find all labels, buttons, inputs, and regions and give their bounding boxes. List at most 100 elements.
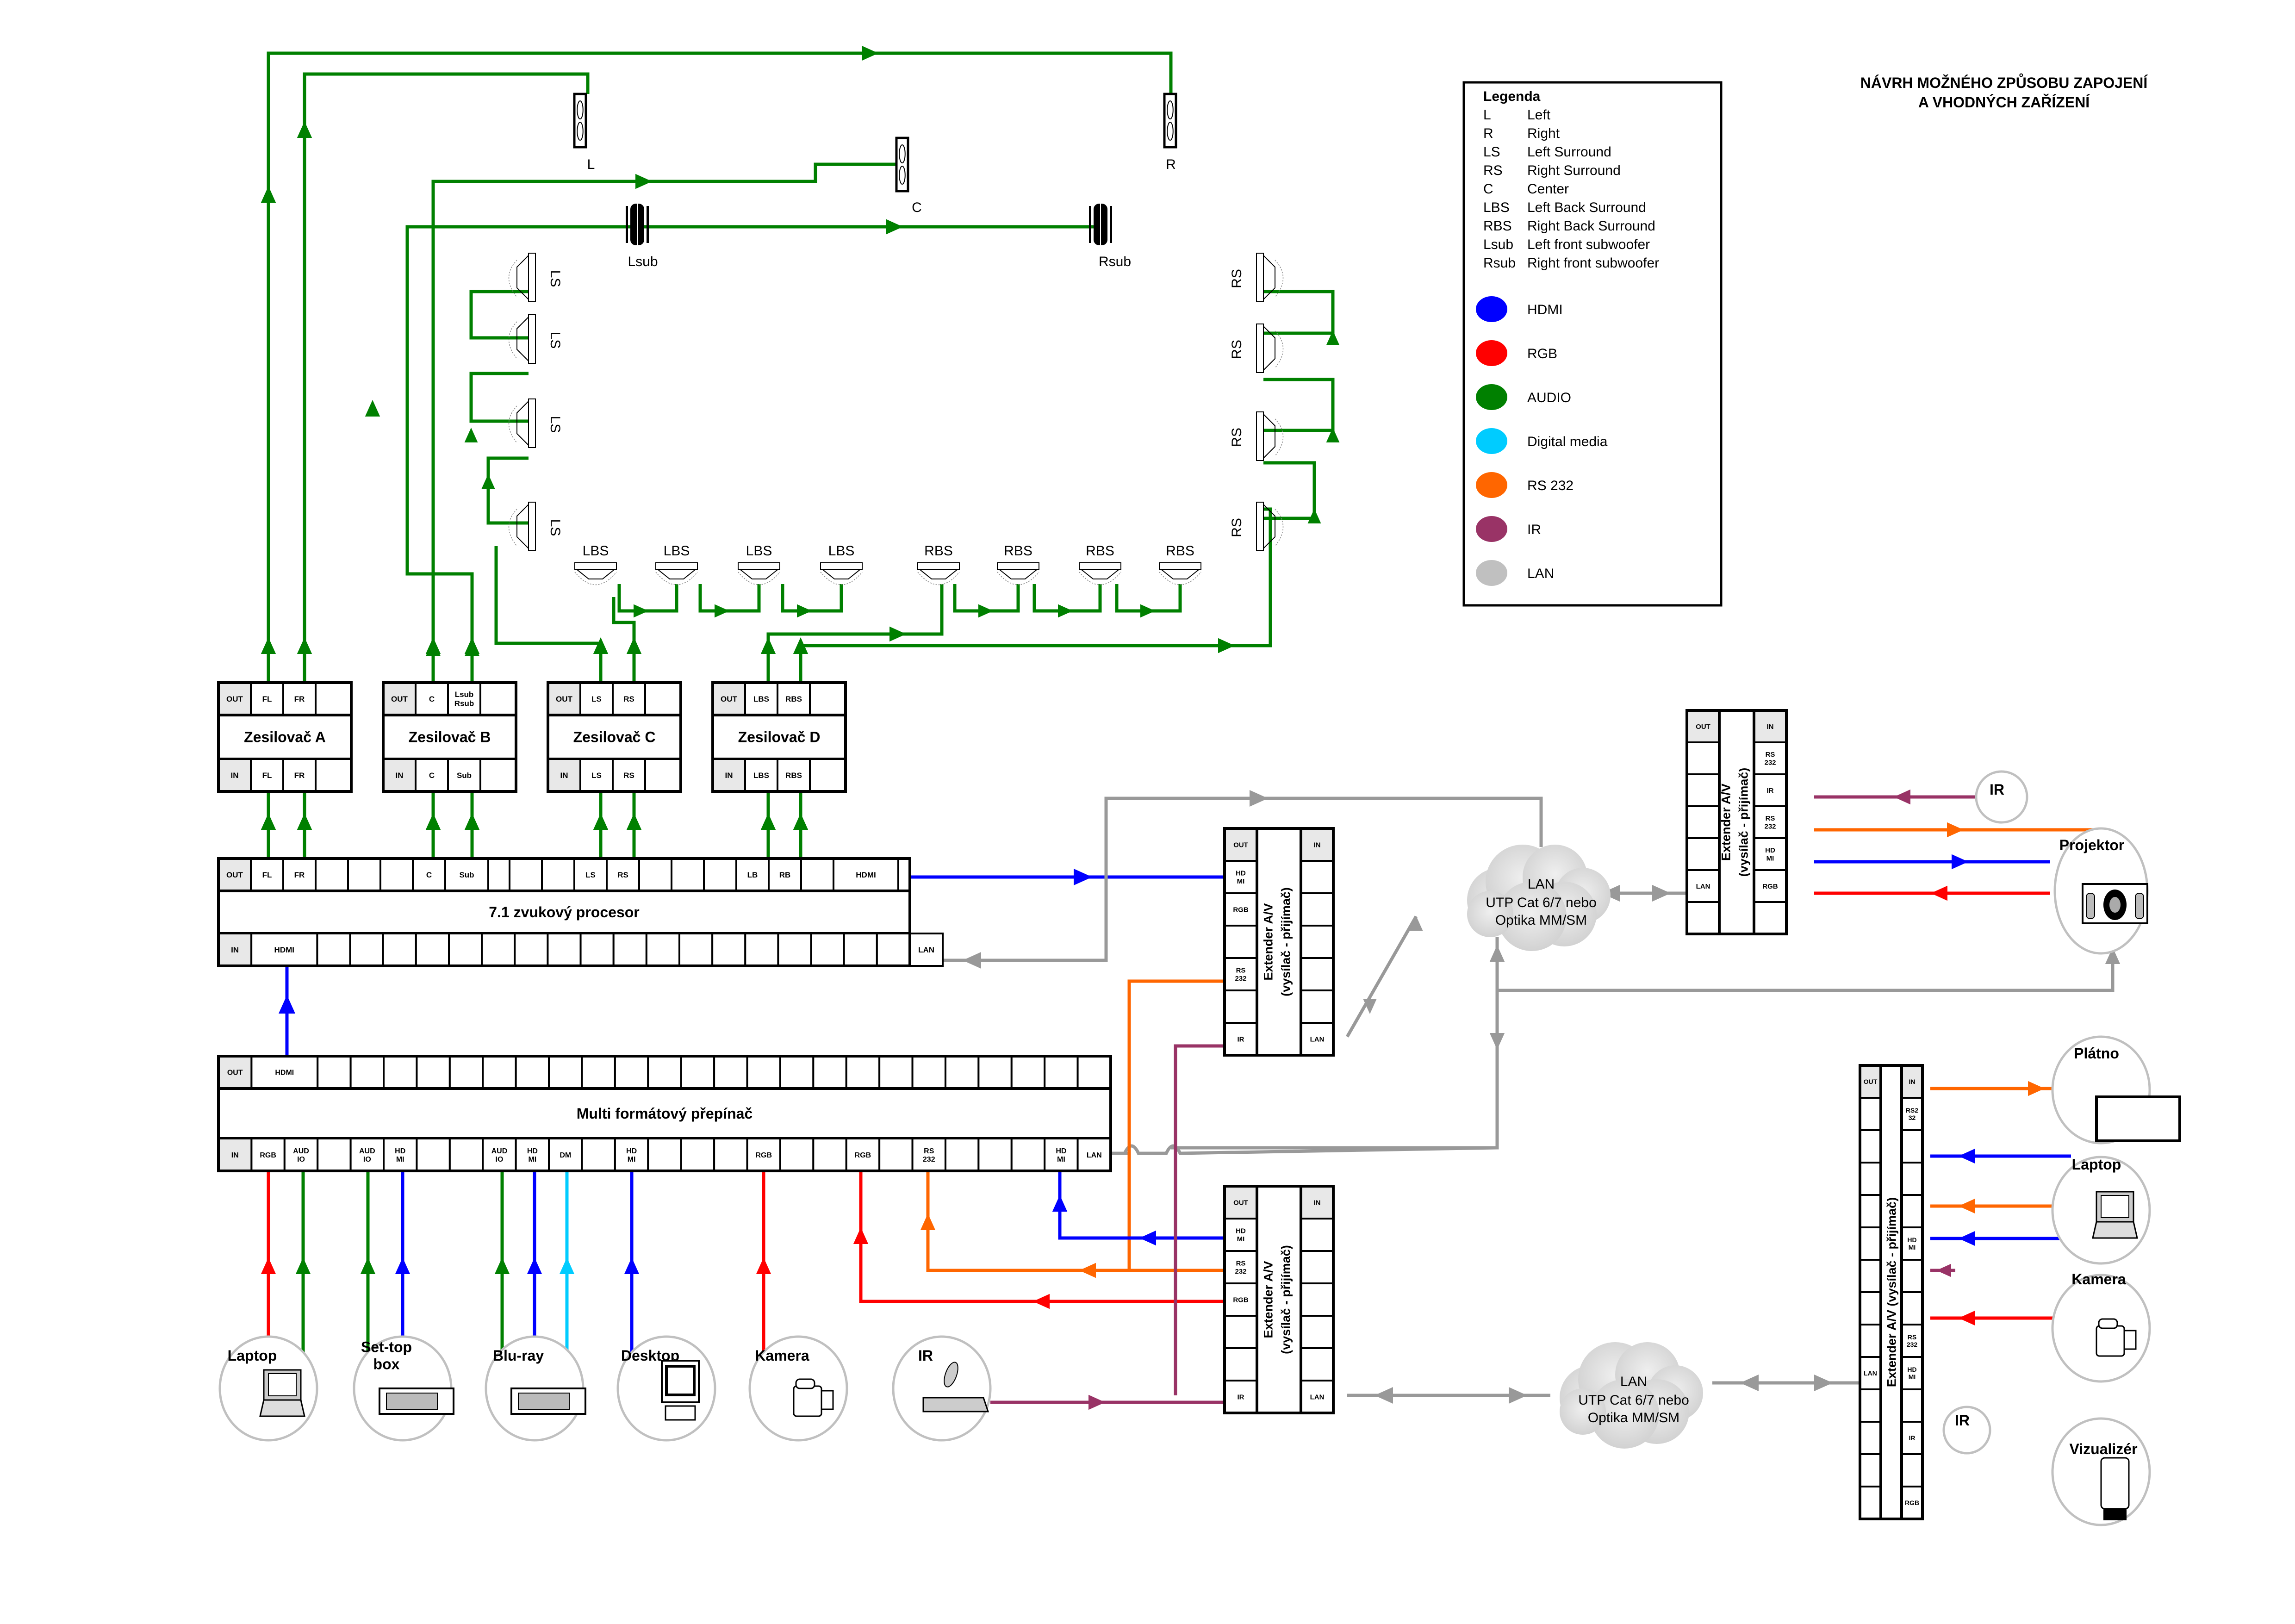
extender-port[interactable] [1300,892,1334,927]
input-port[interactable] [316,933,351,967]
input-port[interactable] [481,933,516,967]
input-port[interactable] [482,1138,517,1172]
extender-port[interactable] [1686,837,1720,871]
extender-port[interactable] [1686,901,1720,935]
extender-port[interactable] [1859,1226,1882,1261]
extender-port[interactable] [1859,1097,1882,1131]
input-port[interactable] [415,758,449,792]
output-port[interactable] [416,1055,451,1089]
input-port[interactable] [349,933,384,967]
extender-port[interactable] [1300,1347,1334,1381]
extender-port[interactable] [1300,860,1334,894]
input-port[interactable] [579,758,614,792]
input-port[interactable] [415,933,450,967]
input-port[interactable] [809,758,846,792]
output-port[interactable] [671,858,705,892]
extender-port[interactable] [1859,1194,1882,1228]
input-port[interactable] [876,933,911,967]
extender-port[interactable] [1686,741,1720,775]
input-port[interactable] [547,933,582,967]
input-port[interactable] [448,1138,484,1172]
source-device-laptop[interactable]: Laptop [218,1335,318,1442]
input-port[interactable] [744,933,779,967]
extender-port[interactable] [1224,1022,1258,1056]
input-port[interactable] [479,758,517,792]
output-port[interactable] [349,1055,385,1089]
extender-port[interactable] [1859,1129,1882,1164]
output-port[interactable] [1010,1055,1046,1089]
output-port[interactable] [680,1055,715,1089]
extender-port[interactable] [1901,1388,1923,1423]
input-port[interactable] [283,1138,319,1172]
source-device-desktop[interactable]: Desktop [616,1335,716,1442]
input-port[interactable] [779,1138,815,1172]
extender-port[interactable] [1859,1453,1882,1487]
input-port[interactable] [812,1138,847,1172]
input-port[interactable] [711,933,746,967]
extender-port[interactable] [1901,1453,1923,1487]
source-device-camera[interactable]: Kamera [748,1335,848,1442]
output-port[interactable] [482,1055,517,1089]
output-port[interactable] [944,1055,980,1089]
extender-port[interactable] [1859,1162,1882,1196]
input-port[interactable] [680,1138,715,1172]
output-port[interactable] [383,1055,418,1089]
output-port[interactable] [1076,1055,1112,1089]
input-port[interactable] [810,933,845,967]
extender-port[interactable] [1859,1324,1882,1358]
extender-port[interactable] [1859,1291,1882,1325]
input-port[interactable] [315,758,352,792]
device-visualizer[interactable]: Vizualizér [2051,1417,2151,1526]
input-port[interactable] [843,933,878,967]
input-port[interactable] [647,1138,682,1172]
output-port[interactable] [638,858,672,892]
input-port[interactable] [448,933,483,967]
extender-port[interactable] [1300,1218,1334,1252]
output-port[interactable] [379,858,414,892]
output-port[interactable] [977,1055,1013,1089]
output-port[interactable] [515,1055,550,1089]
input-port[interactable] [548,1138,583,1172]
output-port[interactable] [614,1055,649,1089]
extender-port[interactable] [1901,1194,1923,1228]
input-port[interactable] [944,1138,980,1172]
output-port[interactable] [548,1055,583,1089]
extender-port[interactable] [1224,1315,1258,1349]
output-port[interactable] [779,1055,815,1089]
device-screen[interactable]: Plátno [2051,1035,2181,1145]
input-port[interactable] [317,1138,352,1172]
extender-port[interactable] [1859,1388,1882,1423]
extender-port[interactable] [1859,1259,1882,1293]
device-camera-remote[interactable]: Kamera [2051,1271,2151,1383]
device-projector[interactable]: Projektor [2053,827,2149,955]
extender-port[interactable] [1753,901,1787,935]
extender-port[interactable] [1300,1250,1334,1284]
output-port[interactable] [878,1055,914,1089]
input-port[interactable] [250,1138,286,1172]
extender-port[interactable] [1300,1282,1334,1317]
extender-port[interactable] [1300,989,1334,1024]
extender-port[interactable] [1224,957,1258,991]
input-port[interactable] [678,933,714,967]
input-port[interactable] [878,1138,914,1172]
extender-port[interactable] [1300,957,1334,991]
output-port[interactable] [1044,1055,1079,1089]
input-port[interactable] [977,1138,1013,1172]
extender-port[interactable] [1224,860,1258,894]
output-port[interactable] [800,858,834,892]
device-laptop-remote[interactable]: Laptop [2051,1156,2151,1265]
extender-port[interactable] [1224,925,1258,959]
extender-port[interactable] [1300,1315,1334,1349]
output-port[interactable] [703,858,737,892]
output-port[interactable] [315,682,352,716]
input-port[interactable] [579,933,615,967]
